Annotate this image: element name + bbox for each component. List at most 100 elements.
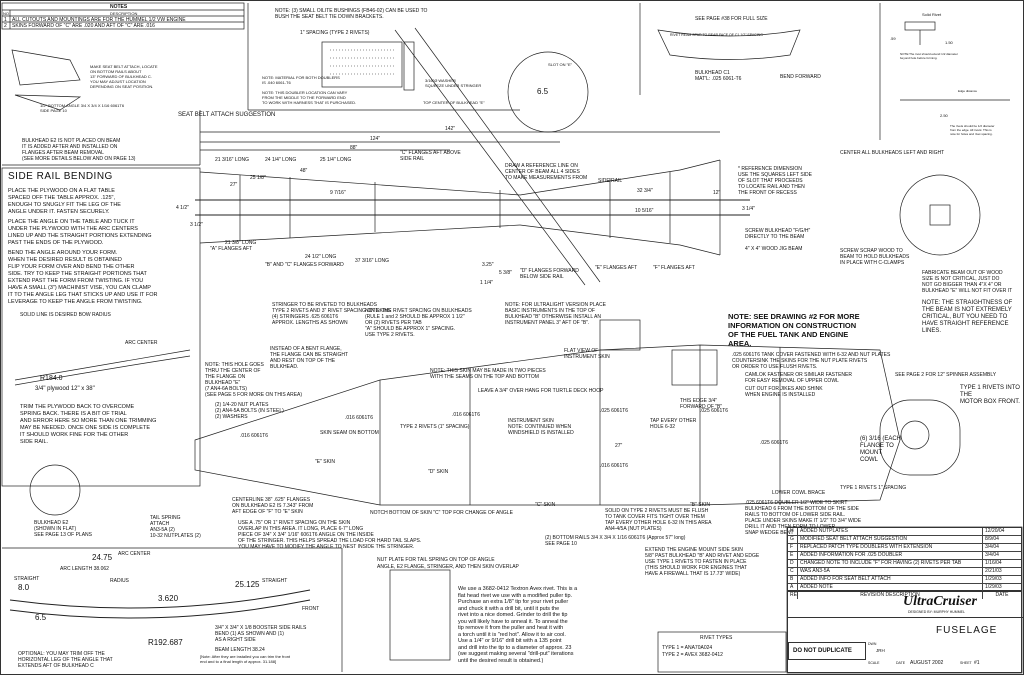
bottom-rails-note: (2) BOTTOM RAILS 3/4 X 3/4 X 1/16 6061T6… xyxy=(545,535,686,547)
revision-desc: WAS AN3-5A xyxy=(798,568,983,575)
bulkhead-e2-circle xyxy=(29,464,81,516)
cut-out-note: CUT OUT FOR JIKES AND SHINK WHEN ENGINE … xyxy=(745,386,823,398)
dim-25-1-8: 25 1/8" xyxy=(250,175,266,181)
flanges-aft-f: "F" FLANGES AFT xyxy=(653,265,695,271)
dim-48: 48" xyxy=(300,168,308,174)
long-37-3-16: 37 3/16" LONG xyxy=(355,258,390,264)
dim-32-3-4: 32 3/4" xyxy=(637,188,653,194)
bending-step-2: PLACE THE ANGLE ON THE TABLE AND TUCK IT… xyxy=(8,219,152,246)
edge-forward-note: THIS EDGE 3/4" FORWARD OF "B" xyxy=(680,398,723,410)
bend-forward-label: BEND FORWARD xyxy=(780,74,821,80)
seat-belt-locate-note: MAKE SEAT BELT ATTACH, LOCATE ON BOTTOM … xyxy=(90,64,158,89)
material-label: .016 6061T6 xyxy=(452,412,481,418)
revision-letter: G xyxy=(788,536,798,543)
revision-date: 3/4/04 xyxy=(985,544,999,550)
rivet-types-title: RIVET TYPES xyxy=(700,635,733,641)
revision-desc: ADDED INFORMATION FOR .025 DOUBLER xyxy=(798,552,983,559)
material-label: .016 6061T6 xyxy=(600,463,629,469)
radius-192: R192.687 xyxy=(148,638,183,647)
reference-dimension-note: * REFERENCE DIMENSION USE THE SQUARES LE… xyxy=(738,166,813,196)
bend-radius: R184.0 xyxy=(40,375,63,382)
booster-rails-note: 3/4" X 3/4" X 1/8 BOOSTER SIDE RAILS BEN… xyxy=(215,625,307,643)
beam-straightness-note: NOTE: THE STRAIGHTNESS OF THE BEAM IS NO… xyxy=(922,300,1013,334)
dim-27-side: 27" xyxy=(615,443,623,449)
arc-center-label-2: ARC CENTER xyxy=(118,551,151,557)
material-label: .016 6061T6 xyxy=(345,415,374,421)
flanges-forward-bc: "B" AND "C" FLANGES FORWARD xyxy=(265,262,344,268)
straight-label: STRAIGHT xyxy=(262,578,288,584)
d-skin-label: "D" SKIN xyxy=(428,469,449,475)
screw-bulkhead-note: SCREW BULKHEAD "F/G/H" DIRECTLY TO THE B… xyxy=(745,228,811,240)
revision-letter: C xyxy=(788,568,798,575)
dim-3-1-4: 3 1/4" xyxy=(742,206,755,212)
side-rail-bending-frame xyxy=(1,167,201,487)
material-label: .025 6061T6 xyxy=(700,408,729,414)
ultracruiser-logo: UltraCruiser xyxy=(903,594,977,609)
revision-letter: A xyxy=(788,584,798,591)
long-25-1-4: 25 1/4" LONG xyxy=(320,157,352,163)
drawn-by-label: DWN xyxy=(868,642,877,646)
title-block: UltraCruiser DESIGNED BY: MURPHY HUMMEL … xyxy=(787,591,1023,673)
revision-row: C WAS AN3-5A 2/21/03 xyxy=(788,568,1021,576)
see-drawing-2-note: NOTE: SEE DRAWING #2 FOR MORE INFORMATIO… xyxy=(728,312,860,348)
flanges-forward-d: "D" FLANGES FORWARD BELOW SIDE RAIL xyxy=(520,268,579,280)
skin-rivet-overlap-note: USE A .75" OR 1" RIVET SPACING ON THE SK… xyxy=(238,520,422,550)
trim-length-note: [Note: After they are installed you can … xyxy=(200,654,291,664)
extend-skin-note: EXTEND THE ENGINE MOUNT SIDE SKIN 5/8" P… xyxy=(645,547,760,577)
ultralight-note: NOTE: FOR ULTRALIGHT VERSION PLACE BASIC… xyxy=(505,302,606,326)
rivet-dim-2: 1.50 xyxy=(945,40,953,45)
rivet-type-2: TYPE 2 = AVEX 3682-0412 xyxy=(662,652,723,658)
revision-letter: B xyxy=(788,576,798,583)
bending-step-1: PLACE THE PLYWOOD ON A FLAT TABLE SPACED… xyxy=(8,188,121,215)
b-skin-label: "B" SKIN xyxy=(690,502,710,508)
revision-letter: D xyxy=(788,560,798,567)
rivet-note-1: NOTE:The rivet should extend 1/2 diamete… xyxy=(900,52,958,60)
bulkhead-e2-label: BULKHEAD E2 (SHOWN IN FLAT) SEE PAGE 13 … xyxy=(34,520,92,538)
rivet-type-1: TYPE 1 = ANA70A024 xyxy=(662,645,713,651)
rivet-types-frame xyxy=(657,631,787,673)
flanges-above: "C" FLANGES AFT ABOVE SIDE RAIL xyxy=(400,150,461,162)
revision-desc: ADDED NUTPLATES xyxy=(798,528,983,535)
tap-every-note: TAP EVERY OTHER HOLE 6-32 xyxy=(650,418,697,430)
flanges-aft-a: "A" FLANGES AFT xyxy=(210,246,253,252)
revision-desc: MODIFIED SEAT BELT ATTACH SUGGESTION xyxy=(798,536,983,543)
type1-spacing-note: TYPE 1 RIVETS 1" SPACING xyxy=(840,485,907,491)
reference-line-note: DRAW A REFERENCE LINE ON CENTER OF BEAM … xyxy=(505,163,588,181)
material-label: .025 6061T6 xyxy=(760,440,789,446)
notes-row-text: SKINS FORWARD OF "C" ARE .020 AND AFT OF… xyxy=(12,23,155,29)
flat-view-label: FLAT VIEW OF INSTRUMENT SKIN xyxy=(564,348,610,360)
solid-rivet-shank xyxy=(904,21,936,31)
do-not-duplicate: DO NOT DUPLICATE xyxy=(793,648,852,654)
revision-row: G MODIFIED SEAT BELT ATTACH SUGGESTION 8… xyxy=(788,536,1021,544)
dim-88: 88" xyxy=(350,145,358,151)
nut-plates-bolts-note: (2) 1/4-20 NUT PLATES (2) AN4-5A BOLTS (… xyxy=(215,402,284,420)
revision-row: F REPLACED PATCH TYPE DOUBLERS WITH EXTE… xyxy=(788,544,1021,552)
top-center-note: TOP CENTER OF BULKHEAD "E" xyxy=(423,100,485,105)
solid-rivet-title: Solid Rivet xyxy=(922,12,942,17)
radius-label: RADIUS xyxy=(110,578,129,584)
centerline-note: CENTERLINE 38" .625" FLANGES ON BULKHEAD… xyxy=(232,497,314,515)
side-rail-curve xyxy=(9,589,311,609)
drawing-date: AUGUST 2002 xyxy=(910,660,944,666)
long-21-3-8: 21 3/8" LONG xyxy=(225,240,257,246)
instrument-skin-flat xyxy=(599,319,641,351)
dim-124: 124" xyxy=(370,136,381,142)
arc-center-label: ARC CENTER xyxy=(125,340,158,346)
material-label: .016 6061T6 xyxy=(240,433,269,439)
drawing-title: FUSELAGE xyxy=(936,625,998,636)
revision-row: B ADDED INFO FOR SEAT BELT ATTACH 1/29/0… xyxy=(788,576,1021,584)
long-21-3-16: 21 3/16" LONG xyxy=(215,157,250,163)
dim-overall: 142" xyxy=(445,126,456,132)
logo-area: UltraCruiser DESIGNED BY: MURPHY HUMMEL xyxy=(788,592,1023,618)
do-not-duplicate-box: DO NOT DUPLICATE xyxy=(788,642,866,660)
drawn-by: JRH xyxy=(876,648,885,653)
rivet-edge-note: Edge distance xyxy=(958,89,978,93)
solid-line-note: SOLID LINE IS DESIRED BOW RADIUS xyxy=(20,312,111,318)
type1-motor-box-note: TYPE 1 RIVETS INTO THE MOTOR BOX FRONT. xyxy=(960,385,1020,405)
solid-rivets-note: SOLID ON TYPE 2 RIVETS MUST BE FLUSH TO … xyxy=(605,508,712,532)
dim-12: 12" xyxy=(713,190,721,196)
bent-flange-note: INSTEAD OF A BENT FLANGE, THE FLANGE CAN… xyxy=(270,346,349,370)
rivet-dim-1: .59 xyxy=(890,36,896,41)
revision-date: 3/4/04 xyxy=(985,552,999,558)
rivet-instructions: We use a 3682-0412 Textron Avex rivet. T… xyxy=(458,586,578,664)
